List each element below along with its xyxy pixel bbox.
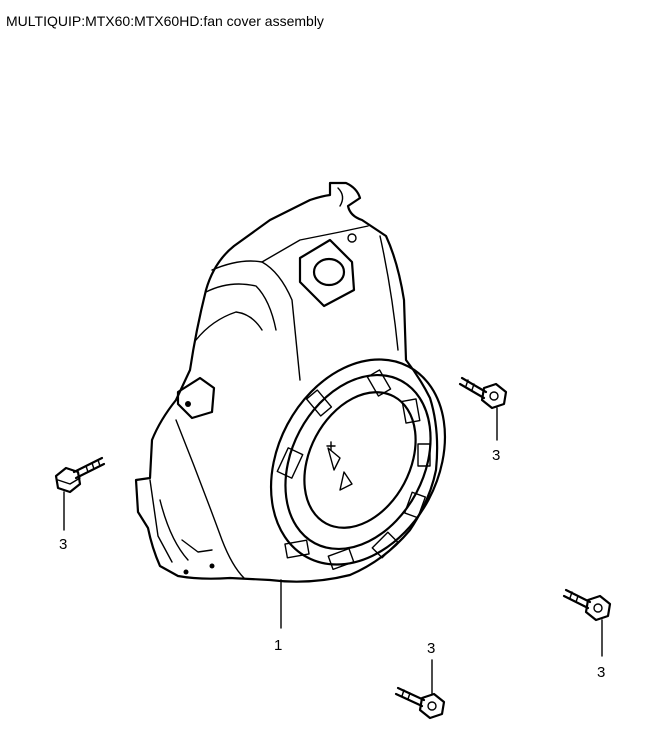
diagram-title: MULTIQUIP:MTX60:MTX60HD:fan cover assemb… — [6, 13, 324, 29]
callout-label-bolt-upper-right: 3 — [492, 447, 500, 464]
callout-label-1: 1 — [274, 637, 282, 654]
ring-slots — [276, 369, 431, 571]
bolt-upper-right[interactable] — [458, 376, 508, 410]
fan-cover-part[interactable] — [134, 181, 479, 595]
bolt-left[interactable] — [54, 456, 106, 494]
callout-label-bolt-left: 3 — [59, 536, 67, 553]
callout-label-bolt-lower-right: 3 — [597, 664, 605, 681]
bolt-lower-right[interactable] — [562, 588, 612, 622]
bolt-bottom[interactable] — [394, 686, 446, 720]
callout-label-bolt-bottom: 3 — [427, 640, 435, 657]
